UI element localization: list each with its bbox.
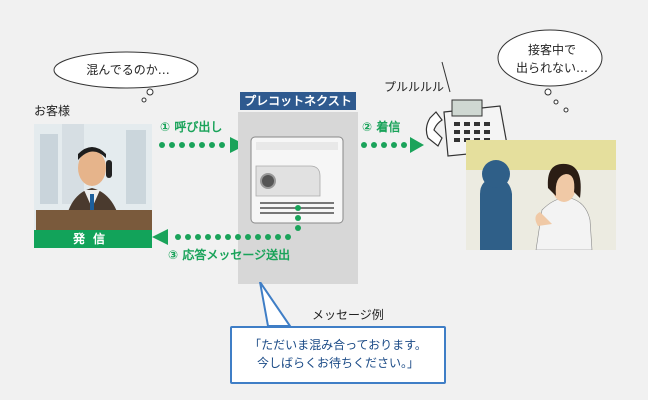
ring-lines [441,61,451,93]
step3-label: ③ 応答メッセージ送出 [168,248,291,262]
message-pointer [259,282,292,327]
customer-illustration [34,124,152,230]
service-title: プレコットネクスト [240,92,356,110]
phone-ring-label: プルルルル [384,80,445,94]
staff-thought-line1: 接客中で [527,43,576,57]
step1-label: ① 呼び出し [160,120,223,134]
message-line1: 「ただいま混み合っております。 [249,338,427,352]
customer-photo [34,124,152,230]
customer-thought-text: 混んでるのか… [86,63,170,77]
customer-label: お客様 [34,104,71,118]
staff-illustration [466,140,616,250]
message-example-label: メッセージ例 [312,308,384,322]
send-label: 発信 [34,230,152,248]
step2-label: ② 着信 [362,120,401,134]
message-line2: 今しばらくお待ちください。」 [256,356,419,370]
device-icon [250,136,344,224]
customer-thought-bubble [53,51,199,103]
ring-arrow [361,137,424,153]
call-arrow [159,137,246,153]
staff-thought-line2: 出られない… [515,61,588,75]
reply-arrow [152,205,301,245]
staff-thought-bubble [497,29,603,113]
message-box: 「ただいま混み合っております。 今しばらくお待ちください。」 [230,326,446,384]
staff-photo [466,140,616,250]
